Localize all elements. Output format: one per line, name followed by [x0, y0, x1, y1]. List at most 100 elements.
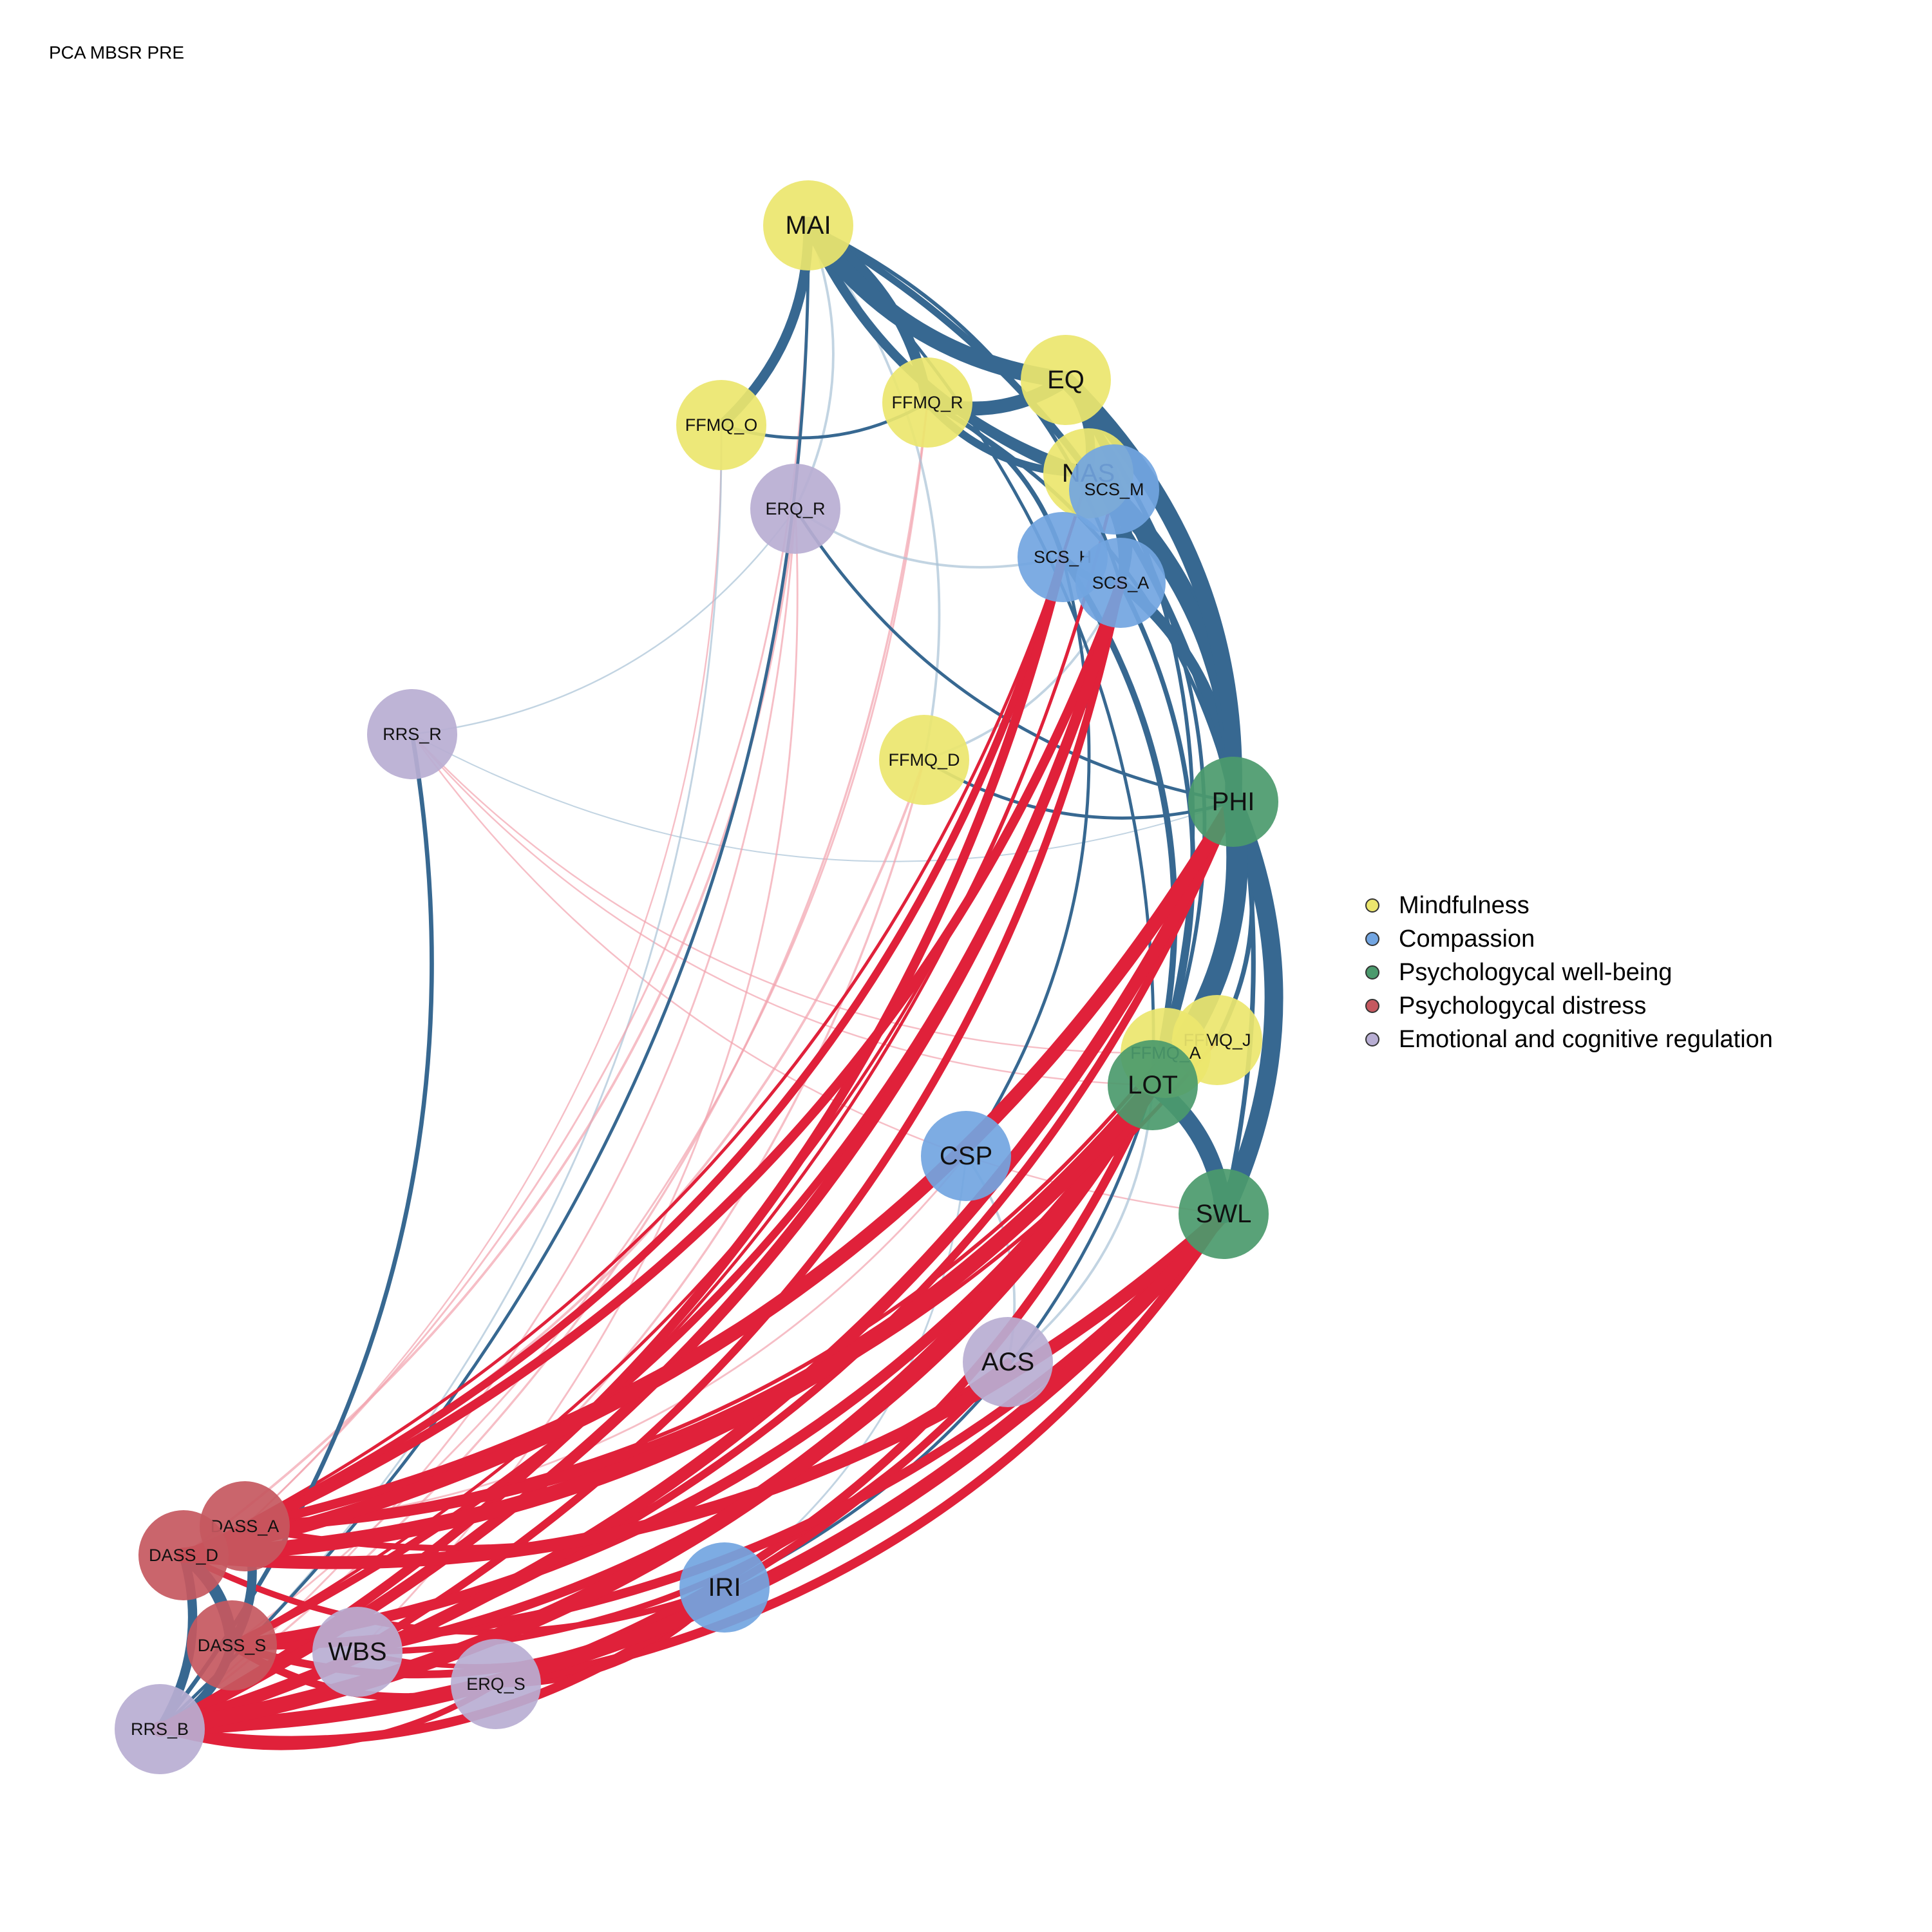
node-label: IRI	[708, 1573, 741, 1602]
node-circle	[1108, 1040, 1198, 1130]
node-ffmq-d: FFMQ_D	[879, 715, 969, 805]
node-circle	[763, 180, 853, 270]
node-circle	[138, 1510, 229, 1600]
node-erq-r: ERQ_R	[750, 464, 840, 554]
node-label: MAI	[785, 211, 831, 240]
node-circle	[679, 1542, 770, 1633]
node-ffmq-o: FFMQ_O	[676, 380, 766, 470]
node-label: DASS_D	[149, 1546, 218, 1565]
node-circle	[1075, 538, 1166, 628]
node-csp: CSP	[921, 1111, 1011, 1201]
legend-item: Compassion	[1365, 922, 1773, 956]
edge-RRS_R-ERQ_R	[411, 507, 797, 735]
node-circle	[963, 1317, 1053, 1407]
node-circle	[115, 1684, 205, 1774]
node-label: SCS_A	[1092, 573, 1150, 592]
edge-NAS-DASS_D	[182, 471, 1090, 1557]
node-label: RRS_R	[383, 724, 442, 744]
node-circle	[1188, 757, 1278, 847]
node-iri: IRI	[679, 1542, 770, 1633]
edge-ERQ_S-LOT	[491, 1081, 1157, 1689]
legend-swatch	[1365, 898, 1379, 913]
node-label: FFMQ_R	[892, 393, 963, 412]
node-circle	[1021, 335, 1111, 425]
node-label: ACS	[981, 1348, 1034, 1376]
node-lot: LOT	[1108, 1040, 1198, 1130]
legend-label: Mindfulness	[1399, 891, 1530, 919]
edge-MAI-FFMQ_D	[807, 224, 941, 761]
edge-MAI-DASS_A	[243, 224, 810, 1528]
edge-RRS_B-SCS_A	[154, 577, 1126, 1735]
edge-RRS_B-SCS_H	[155, 552, 1068, 1734]
edge-EQ-PHI	[1057, 371, 1242, 811]
legend-swatch	[1365, 965, 1379, 980]
node-circle	[187, 1600, 277, 1690]
legend-label: Compassion	[1399, 925, 1535, 952]
edge-CSP-SCS_H	[964, 555, 1091, 1158]
node-label: PHI	[1212, 788, 1255, 816]
node-label: LOT	[1128, 1071, 1178, 1099]
node-wbs: WBS	[312, 1607, 402, 1697]
node-ffmq-r: FFMQ_R	[882, 357, 972, 448]
node-label: SCS_M	[1084, 480, 1144, 499]
node-erq-s: ERQ_S	[451, 1639, 541, 1729]
edge-RRS_R-FFMQ_A	[411, 733, 1167, 1054]
node-circle	[879, 715, 969, 805]
legend-item: Psychologycal distress	[1365, 989, 1773, 1023]
edge-ACS-LOT	[1007, 1084, 1154, 1363]
edge-PHI-SWL	[1214, 792, 1283, 1224]
node-circle	[750, 464, 840, 554]
edge-ERQ_R-RRS_B	[158, 507, 797, 1730]
node-circle	[676, 380, 766, 470]
node-eq: EQ	[1021, 335, 1111, 425]
legend-item: Psychologycal well-being	[1365, 956, 1773, 989]
edge-DASS_D-SCS_A	[178, 578, 1126, 1560]
edge-ERQ_R-PHI	[793, 507, 1235, 804]
node-mai: MAI	[763, 180, 853, 270]
edge-DASS_D-LOT	[176, 1077, 1160, 1563]
node-rrs-r: RRS_R	[367, 689, 457, 779]
node-circle	[1179, 1169, 1269, 1259]
node-circle	[451, 1639, 541, 1729]
node-circle	[367, 689, 457, 779]
edge-FFMQ_R-RRS_B	[158, 401, 929, 1730]
node-rrs-b: RRS_B	[115, 1684, 205, 1774]
edge-FFMQ_O-DASS_A	[243, 424, 723, 1528]
node-label: WBS	[328, 1638, 386, 1666]
node-scs-a: SCS_A	[1075, 538, 1166, 628]
node-dass-d: DASS_D	[138, 1510, 229, 1600]
edge-DASS_D-PHI	[176, 795, 1240, 1562]
node-label: ERQ_S	[466, 1674, 526, 1694]
legend-swatch	[1365, 999, 1379, 1013]
edge-WBS-SCS_A	[354, 579, 1124, 1656]
legend-swatch	[1365, 1032, 1379, 1046]
legend-label: Psychologycal distress	[1399, 992, 1647, 1019]
node-label: EQ	[1047, 366, 1084, 394]
legend-swatch	[1365, 932, 1379, 946]
node-label: RRS_B	[131, 1719, 189, 1739]
node-swl: SWL	[1179, 1169, 1269, 1259]
node-circle	[921, 1111, 1011, 1201]
edge-DASS_A-SCS_H	[241, 553, 1066, 1530]
node-circle	[312, 1607, 402, 1697]
node-phi: PHI	[1188, 757, 1278, 847]
node-circle	[882, 357, 972, 448]
node-acs: ACS	[963, 1317, 1053, 1407]
edge-RRS_R-LOT	[411, 733, 1154, 1086]
node-scs-m: SCS_M	[1069, 444, 1159, 535]
node-label: SWL	[1196, 1200, 1252, 1228]
node-label: DASS_S	[198, 1636, 267, 1655]
legend-item: Emotional and cognitive regulation	[1365, 1023, 1773, 1056]
legend-label: Emotional and cognitive regulation	[1399, 1025, 1773, 1053]
node-dass-s: DASS_S	[187, 1600, 277, 1690]
legend-label: Psychologycal well-being	[1399, 958, 1672, 986]
node-label: FFMQ_O	[685, 415, 758, 435]
edge-RRS_R-PHI	[412, 734, 1234, 862]
node-label: FFMQ_D	[889, 750, 960, 770]
node-label: CSP	[940, 1142, 992, 1170]
node-layer: MAIEQFFMQ_RFFMQ_OERQ_RNASSCS_MSCS_HSCS_A…	[115, 180, 1278, 1774]
node-circle	[1069, 444, 1159, 535]
chart-title: PCA MBSR PRE	[49, 43, 185, 62]
legend-item: Mindfulness	[1365, 889, 1773, 922]
